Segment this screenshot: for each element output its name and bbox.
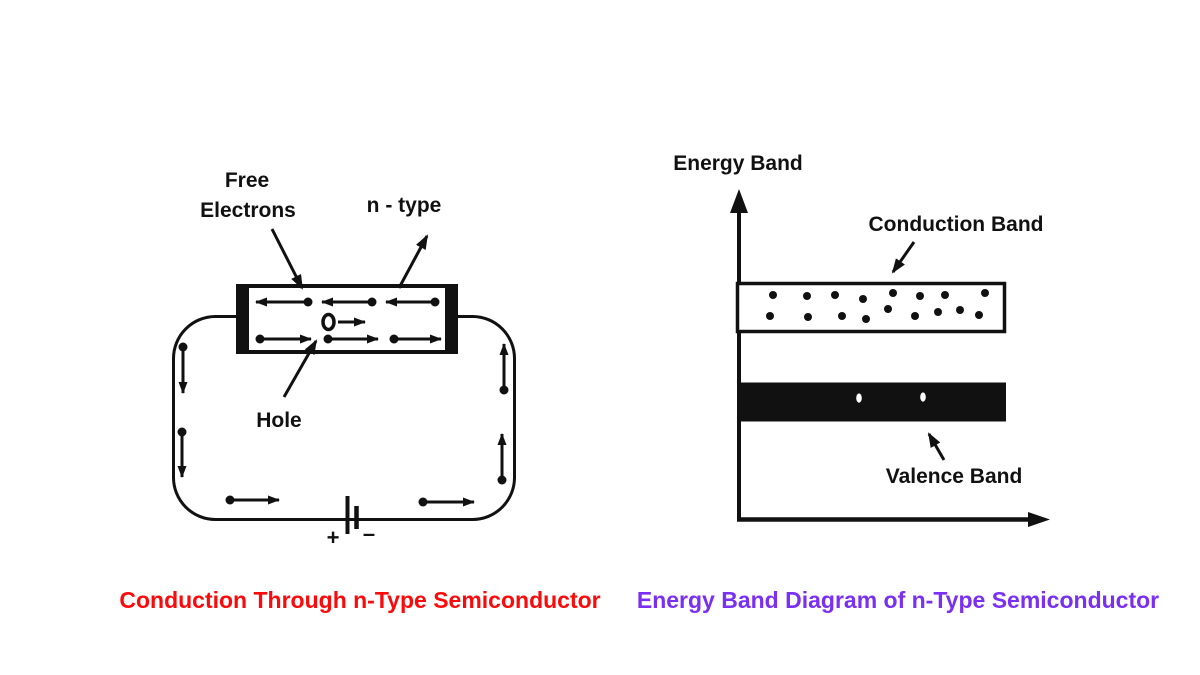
electron-dot [981,289,989,297]
electron-dot [911,312,919,320]
hole-label: Hole [256,409,302,432]
electron-dot [804,313,812,321]
electron-dot [859,295,867,303]
bar-left-contact [237,285,249,353]
electron-dot [803,292,811,300]
horizontal-axis-arrowhead-icon [1028,512,1050,527]
n-type-pointer-arrow [397,234,429,289]
electron-dot [430,297,440,307]
energy-band-label: Energy Band [673,152,803,175]
energy-band-diagram: Energy Band Conduction Band Valence Band [673,152,1050,527]
electron-dot [831,291,839,299]
electron-dot [499,385,509,395]
electron-dot [975,311,983,319]
bar-right-contact [445,285,457,353]
electron-dot [255,334,265,344]
free-electrons-label-line1: Free [225,169,269,192]
electron-dot [838,312,846,320]
electron-dot [177,427,187,437]
electron-flow-arrows [177,297,509,507]
battery-plus-label: + [327,525,340,550]
electron-dot [389,334,399,344]
valence-band-holes [856,392,926,403]
conduction-band-pointer-arrow [891,241,916,274]
electron-dot [367,297,377,307]
electron-dot [225,495,235,505]
electron-dot [178,342,188,352]
n-type-label: n - type [367,194,442,217]
hole-dot [920,392,926,402]
hole-symbol [321,312,336,332]
electron-dot [497,475,507,485]
electron-dot [956,306,964,314]
electron-dot [941,291,949,299]
conduction-band-electrons [766,289,989,323]
electron-dot [916,292,924,300]
valence-band-rect [737,382,1006,422]
energy-axis-arrowhead-icon [730,189,748,213]
electron-dot [418,497,428,507]
electron-dot [884,305,892,313]
conduction-band-rect [735,281,1007,334]
free-electrons-label-line2: Electrons [200,199,296,222]
battery-minus-label: – [363,521,375,546]
valence-band-pointer-arrow [927,432,946,461]
electron-dot [303,297,313,307]
electron-dot [766,312,774,320]
right-caption: Energy Band Diagram of n-Type Semiconduc… [636,587,1160,613]
electron-dot [889,289,897,297]
conduction-circuit-diagram: Free Electrons n - type Hole + – [172,169,516,550]
electron-dot [323,334,333,344]
electron-dot [862,315,870,323]
hole-dot [856,393,862,403]
valence-band-label: Valence Band [886,465,1023,488]
left-caption: Conduction Through n-Type Semiconductor [119,587,601,613]
electron-dot [934,308,942,316]
hole-pointer-arrow [282,339,318,398]
semiconductor-bar [236,284,458,354]
conduction-band-label: Conduction Band [869,213,1044,236]
free-electrons-pointer-arrow [270,228,304,290]
electron-dot [769,291,777,299]
battery-symbol [345,496,359,534]
